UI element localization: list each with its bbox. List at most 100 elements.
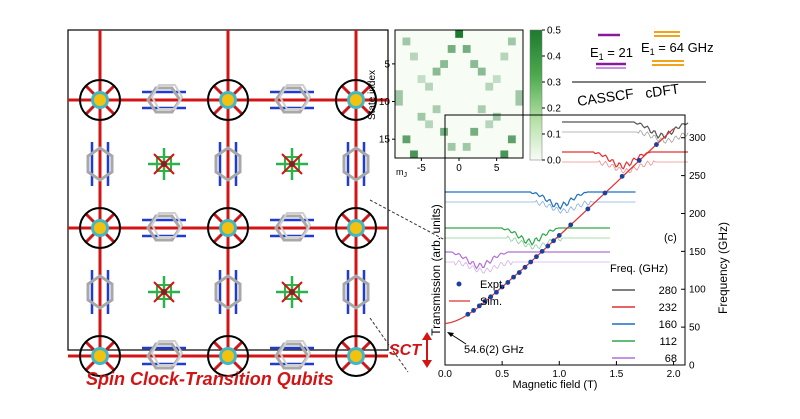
expt-point [654,142,659,147]
expt-point [516,270,522,275]
heatmap-cell [425,82,433,91]
heatmap-xtick-label: 0 [456,163,462,174]
linker-ring [214,146,242,182]
heatmap-xlabel-main: m [396,167,404,177]
sct-arrowhead-up [422,332,432,340]
linker-ring [342,274,370,310]
main-ylabel-right: Frequency (GHz) [716,222,730,314]
metal-atom [222,222,234,234]
inner-atom [161,289,167,295]
energy-levels-inset: E1 = 21 E1 = 64 GHz CASSCF cDFT [572,31,714,109]
heatmap-cell [395,90,403,99]
metal-atom [94,94,106,106]
linker-ring [214,274,242,310]
node-circle [335,335,377,377]
node-circle [79,207,121,249]
crystal-structure [67,29,389,377]
expt-point [499,284,505,290]
expt-point [556,233,562,238]
heatmap-cell [515,90,524,99]
heatmap-cell [500,52,509,61]
cdft-energy-label-value: = 64 GHz [655,40,714,55]
metal-atom [94,222,106,234]
spectrum-sim-trace [562,129,689,144]
heatmap-xlabel: mJ [396,167,407,179]
main-ytick-label: 300 [689,133,706,144]
legend-expt-label: Expt. [480,279,505,291]
expt-point [488,294,494,300]
expt-point [585,206,591,212]
main-ytick-label: 200 [689,209,706,220]
heatmap-background [395,30,523,158]
heatmap-ytick-label: 15 [379,135,391,146]
linker-ring [278,212,312,238]
expt-point [619,173,625,179]
heatmap-xtick-label: -5 [417,163,426,174]
expt-point [534,254,539,260]
heatmap-cell [402,135,411,144]
spectrum-trace [445,191,636,210]
annotation-arrowhead [447,332,454,337]
panel-label: (c) [664,232,677,244]
heatmap-cell [402,37,411,46]
linker-ring [86,274,114,310]
sct-label: SCT [389,342,422,359]
expt-point [602,190,608,196]
heatmap-cell [410,150,418,159]
inner-atom [289,289,295,295]
heatmap-cell [425,120,433,129]
node-circle [207,207,249,249]
colorbar-tick-label: 0.3 [547,78,561,89]
colorbar-tick-label: 0.1 [547,130,561,141]
colorbar-tick-label: 0.2 [547,104,561,115]
colorbar-tick-label: 0.5 [547,26,561,37]
spectrum-trace [562,151,688,170]
expt-point [465,311,471,317]
heatmap-cell [455,30,464,38]
expt-point [494,289,499,295]
heatmap-cell [395,97,403,106]
expt-point [511,274,516,280]
expt-point [568,222,574,228]
linker-ring [342,146,370,182]
linker-ring [278,84,312,110]
spectrum-trace [445,251,610,270]
heatmap-cell [447,45,456,53]
inner-atom [161,161,167,167]
cdft-energy-label-main: E [641,40,650,55]
metal-atom [94,350,106,362]
main-xtick-label: 2.0 [667,369,681,380]
heatmap-cell [492,112,501,121]
main-xlabel: Magnetic field (T) [513,379,598,391]
heatmap-cell [440,60,449,68]
cdft-energy-label: E1 = 64 GHz [641,40,714,57]
main-ytick-label: 100 [689,285,706,296]
heatmap-ytick-label: 10 [379,97,391,108]
colorbar-tick-label: 0.4 [547,52,561,63]
heatmap-cell [417,112,426,121]
heatmap-cell [507,37,516,46]
expt-point [471,308,476,313]
main-ytick-label: 250 [689,171,706,182]
main-ylabel-left: Transmission (arb. units) [429,204,443,336]
inner-ring [156,156,172,172]
main-xtick-label: 0.5 [495,369,509,380]
main-xtick-label: 1.0 [552,369,566,380]
node-circle [335,207,377,249]
heatmap-cell [440,127,449,136]
expt-point [482,298,488,304]
linker-ring [150,340,184,366]
colorbar [529,29,543,161]
freq-legend-label: 112 [659,336,677,348]
heatmap-cells [395,30,524,159]
expt-point [539,248,545,254]
cdft-energy-label-sub: 1 [650,47,655,57]
expt-point [522,264,528,270]
linker-ring [150,212,184,238]
expt-point [505,280,511,285]
method-cdft: cDFT [644,80,681,101]
linker-ring [86,146,114,182]
expt-point [551,238,556,244]
